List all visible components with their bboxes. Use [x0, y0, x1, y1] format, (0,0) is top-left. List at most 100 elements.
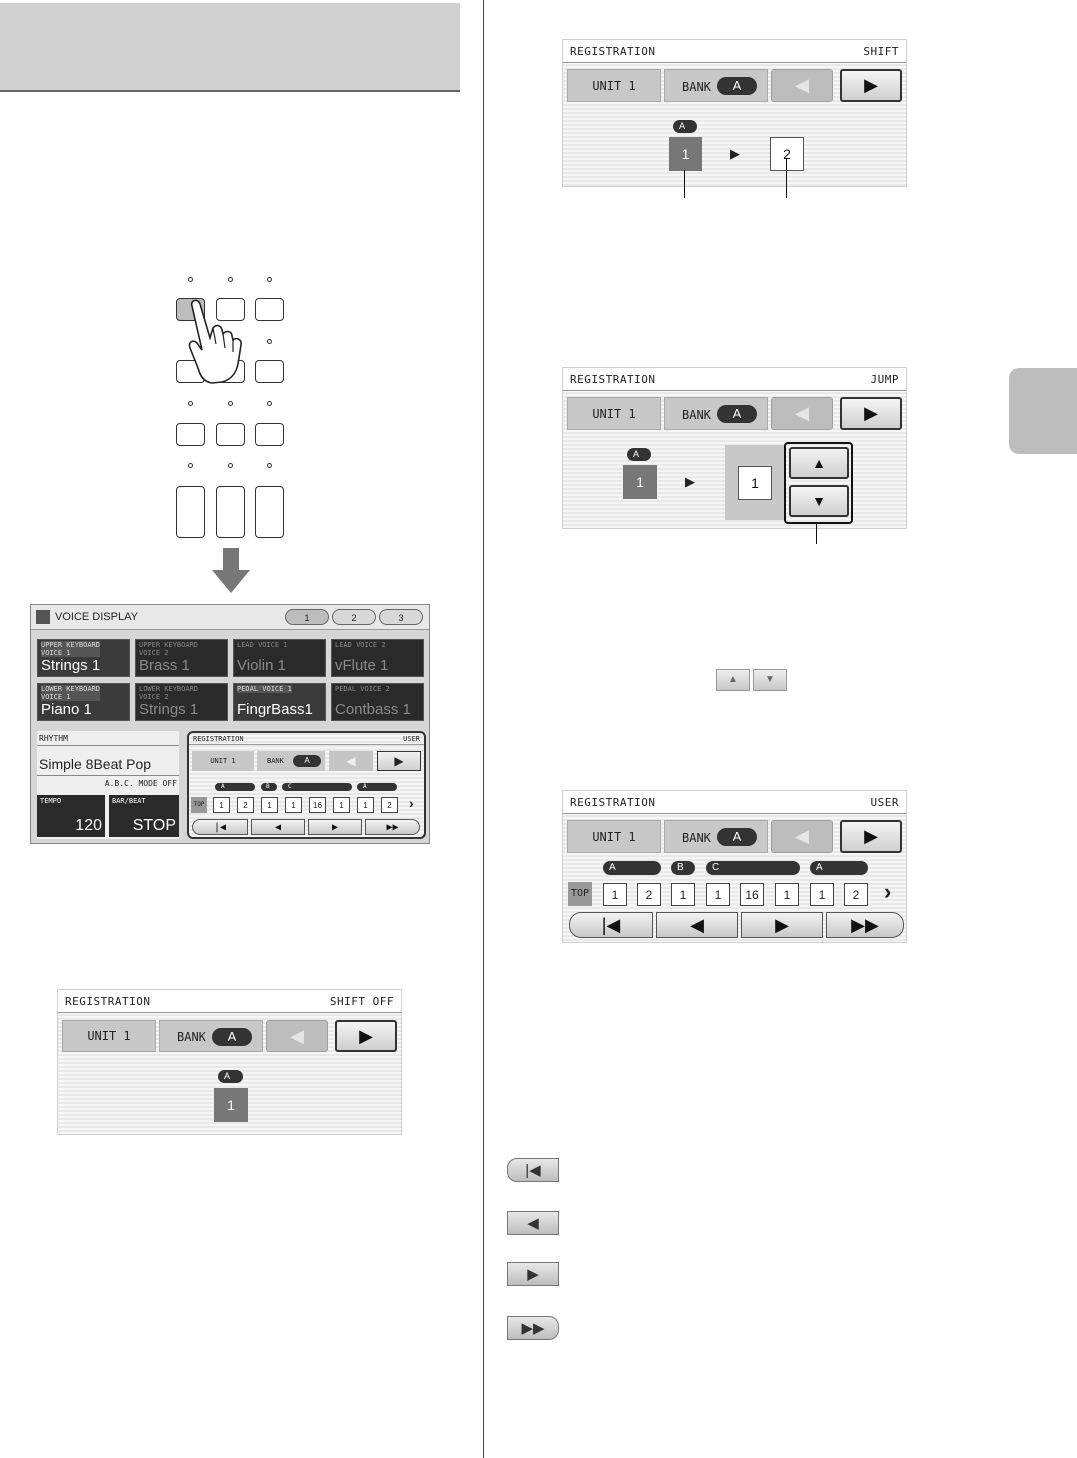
user-top-label: TOP	[568, 882, 592, 906]
jump-unit[interactable]: UNIT 1	[567, 397, 661, 430]
mini-seq-cell[interactable]: 1	[357, 797, 374, 813]
mini-reg-prev[interactable]: ◀	[329, 751, 373, 771]
jump-tag: A	[627, 448, 651, 461]
voice-lead-1[interactable]: LEAD VOICE 1 Violin 1	[233, 639, 326, 677]
mini-ff-button[interactable]: ▶▶	[365, 819, 420, 835]
shift-bank[interactable]: BANK A	[664, 69, 768, 102]
user-button[interactable]	[255, 486, 284, 538]
memory-button-2[interactable]	[216, 298, 245, 321]
shift-off-current: 1	[214, 1088, 248, 1122]
mini-prev-button[interactable]: ◀	[251, 819, 305, 835]
voice-lower-1[interactable]: LOWER KEYBOARD VOICE 1 Piano 1	[37, 683, 130, 721]
voice-lower-2[interactable]: LOWER KEYBOARD VOICE 2 Strings 1	[135, 683, 228, 721]
mini-reg-bank[interactable]: BANK A	[257, 751, 325, 771]
user-prev-button[interactable]: ◀	[656, 912, 738, 938]
down-flow-arrow-icon	[212, 548, 250, 593]
memory-button-8[interactable]	[216, 423, 245, 446]
memory-button-7[interactable]	[176, 423, 205, 446]
user-seq-cell[interactable]: 1	[775, 883, 799, 906]
user-more-icon[interactable]: ›	[884, 879, 892, 904]
shift-off-next[interactable]: ▶	[335, 1020, 397, 1052]
up-button-small[interactable]: ▲	[716, 669, 750, 691]
jump-next[interactable]: ▶	[840, 397, 902, 430]
memory-button-6[interactable]	[255, 360, 284, 383]
disable-button[interactable]	[176, 486, 205, 538]
down-button-small[interactable]: ▼	[753, 669, 787, 691]
abc-mode: A.B.C. MODE OFF	[104, 779, 177, 788]
user-bank[interactable]: BANK A	[664, 820, 768, 853]
user-seq-cell[interactable]: 1	[810, 883, 834, 906]
jump-current: 1	[623, 465, 657, 499]
voice-pedal-1[interactable]: PEDAL VOICE 1 FingrBass1	[233, 683, 326, 721]
voice-pedal-2[interactable]: PEDAL VOICE 2 Contbass 1	[331, 683, 424, 721]
mini-seq-cell[interactable]: 2	[381, 797, 398, 813]
user-seq-cell[interactable]: 16	[740, 883, 764, 906]
shift-prev[interactable]: ◀	[771, 69, 833, 102]
page-tab-2[interactable]: 2	[332, 609, 376, 625]
tempo-box[interactable]: TEMPO 120	[37, 795, 105, 837]
shift-arrow-icon: ▶	[730, 146, 740, 161]
user-seq-cell[interactable]: 1	[603, 883, 627, 906]
callout-line-next	[786, 158, 787, 198]
mini-seq-cell[interactable]: 1	[261, 797, 278, 813]
user-group-a2: A	[810, 861, 868, 875]
section-header-band	[0, 3, 460, 90]
mini-top-button[interactable]: |◀	[192, 819, 248, 835]
jump-down-button[interactable]: ▼	[789, 485, 849, 517]
led-6	[267, 339, 272, 344]
user-next[interactable]: ▶	[840, 820, 902, 853]
shift-next[interactable]: ▶	[840, 69, 902, 102]
barbeat-box[interactable]: BAR/BEAT STOP	[109, 795, 179, 837]
mini-group-c: C	[282, 783, 352, 791]
jump-up-button[interactable]: ▲	[789, 447, 849, 479]
memory-button-3[interactable]	[255, 298, 284, 321]
user-step-button[interactable]: ▶	[741, 912, 823, 938]
voice-lead-2[interactable]: LEAD VOICE 2 vFlute 1	[331, 639, 424, 677]
memory-button-9[interactable]	[255, 423, 284, 446]
user-seq-cell[interactable]: 1	[706, 883, 730, 906]
mini-seq-cell[interactable]: 1	[333, 797, 350, 813]
shift-button[interactable]	[216, 486, 245, 538]
pressing-hand-icon	[188, 299, 242, 384]
rhythm-value[interactable]: Simple 8Beat Pop	[39, 756, 152, 772]
voice-display-titlebar: VOICE DISPLAY 1 2 3	[31, 605, 429, 630]
jump-prev[interactable]: ◀	[771, 397, 833, 430]
user-ff-button[interactable]: ▶▶	[826, 912, 904, 938]
legend-next-button: ▶	[507, 1262, 559, 1286]
user-seq-cell[interactable]: 2	[637, 883, 661, 906]
rhythm-rule	[37, 745, 179, 746]
user-group-c: C	[706, 861, 800, 875]
mini-group-b: B	[261, 783, 277, 791]
page-tab-3[interactable]: 3	[379, 609, 423, 625]
mini-seq-cell[interactable]: 1	[285, 797, 302, 813]
user-seq-cell[interactable]: 2	[844, 883, 868, 906]
page-tab-1[interactable]: 1	[285, 609, 329, 625]
shift-off-bank[interactable]: BANK A	[159, 1020, 263, 1052]
user-unit[interactable]: UNIT 1	[567, 820, 661, 853]
user-top-button[interactable]: |◀	[569, 912, 653, 938]
shift-off-prev[interactable]: ◀	[266, 1020, 328, 1052]
user-seq-cell[interactable]: 1	[671, 883, 695, 906]
voice-display-screen: VOICE DISPLAY 1 2 3 UPPER KEYBOARD VOICE…	[30, 604, 430, 844]
legend-top-button: |◀	[507, 1158, 559, 1182]
shift-next-number: 2	[770, 137, 804, 171]
mini-next-button[interactable]: ▶	[308, 819, 362, 835]
voice-upper-1[interactable]: UPPER KEYBOARD VOICE 1 Strings 1	[37, 639, 130, 677]
shift-off-panel: REGISTRATION SHIFT OFF UNIT 1 BANK A ◀ ▶…	[57, 989, 402, 1135]
mini-reg-next[interactable]: ▶	[377, 751, 421, 771]
mini-seq-cell[interactable]: 2	[237, 797, 254, 813]
mini-seq-cell[interactable]: 1	[213, 797, 230, 813]
shift-off-unit[interactable]: UNIT 1	[62, 1020, 156, 1052]
shift-unit[interactable]: UNIT 1	[567, 69, 661, 102]
voice-upper-2[interactable]: UPPER KEYBOARD VOICE 2 Brass 1	[135, 639, 228, 677]
mini-group-a1: A	[215, 783, 255, 791]
mini-reg-header-left: REGISTRATION	[193, 735, 244, 743]
mini-reg-unit[interactable]: UNIT 1	[192, 751, 254, 771]
user-panel: REGISTRATION USER UNIT 1 BANK A ◀ ▶ A B …	[562, 790, 907, 943]
mini-more-icon[interactable]: ›	[409, 795, 414, 811]
shift-off-header: REGISTRATION SHIFT OFF	[58, 990, 401, 1013]
user-prev[interactable]: ◀	[771, 820, 833, 853]
jump-bank[interactable]: BANK A	[664, 397, 768, 430]
shift-header: REGISTRATION SHIFT	[563, 40, 906, 63]
mini-seq-cell[interactable]: 16	[309, 797, 326, 813]
